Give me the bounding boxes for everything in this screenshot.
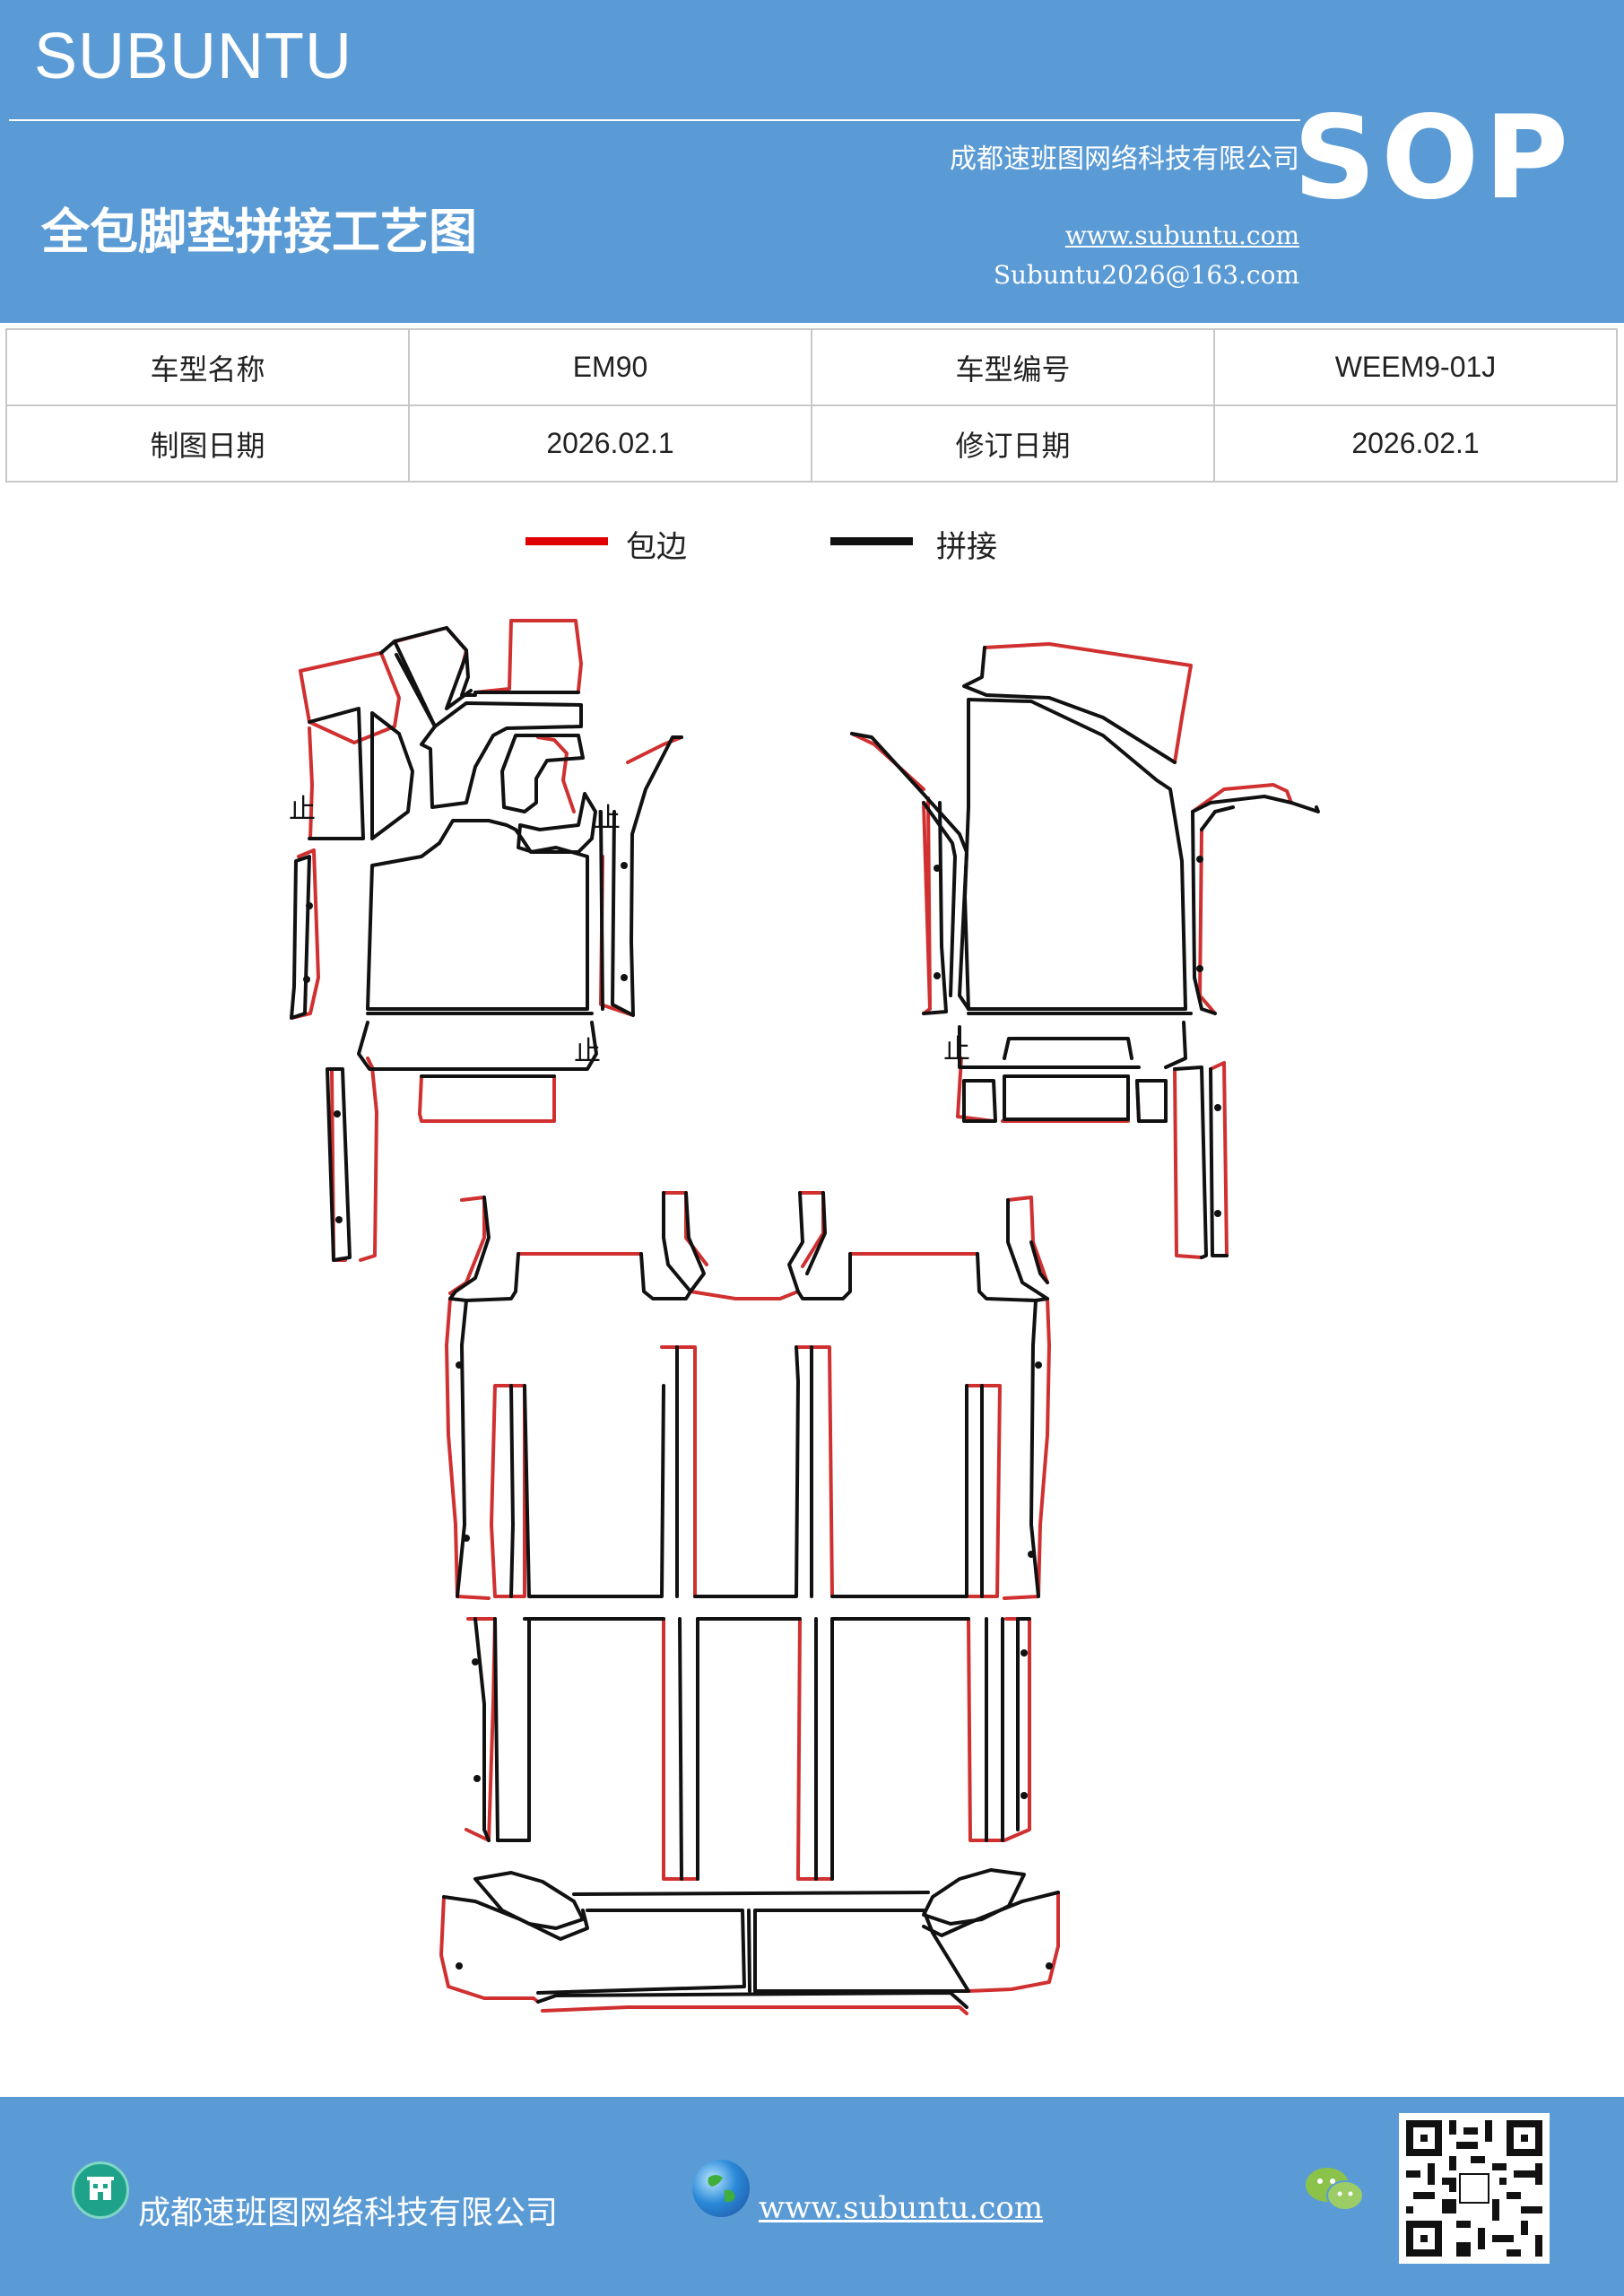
document-title: 全包脚垫拼接工艺图 — [41, 204, 477, 260]
model-info-table: 车型名称 EM90 车型编号 WEEM9-01J 制图日期 2026.02.1 … — [5, 328, 1618, 483]
header-banner: SUBUNTU 成都速班图网络科技有限公司 全包脚垫拼接工艺图 www.subu… — [0, 0, 1624, 323]
revise-date-label: 修订日期 — [811, 404, 1215, 483]
legend-splice-swatch — [830, 537, 913, 545]
legend-splice-label: 拼接 — [936, 529, 997, 565]
draw-date-value: 2026.02.1 — [408, 404, 812, 483]
wechat-icon — [1304, 2163, 1367, 2217]
model-name-label: 车型名称 — [5, 328, 410, 406]
table-row: 车型名称 EM90 车型编号 WEEM9-01J — [5, 328, 1618, 406]
stop-mark: 止 — [289, 794, 316, 825]
footer-website-link[interactable]: www.subuntu.com — [759, 2190, 1044, 2226]
legend-edge-swatch — [525, 537, 608, 545]
header-email: Subuntu2026@163.com — [993, 260, 1299, 290]
revise-date-value: 2026.02.1 — [1213, 404, 1618, 483]
sop-badge: SOP — [1293, 91, 1574, 225]
building-icon — [72, 2161, 129, 2219]
stop-mark: 止 — [574, 1036, 601, 1067]
fastener-dots — [303, 862, 628, 1223]
footer-company: 成都速班图网络科技有限公司 — [138, 2195, 559, 2231]
footer-banner: 成都速班图网络科技有限公司 www.subuntu.com — [0, 2097, 1624, 2296]
front-left-mats: 止 止 止 — [289, 619, 683, 1262]
globe-icon — [692, 2160, 750, 2217]
draw-date-label: 制图日期 — [5, 404, 410, 483]
brand-name: SUBUNTU — [34, 21, 353, 92]
fastener-dots — [934, 856, 1221, 1217]
header-company: 成都速班图网络科技有限公司 — [950, 144, 1299, 175]
floor-mat-splice-diagram: 止 止 止 — [289, 619, 1320, 2015]
legend: 包边 拼接 — [0, 522, 1624, 576]
legend-edge-label: 包边 — [626, 529, 687, 565]
header-website-link[interactable]: www.subuntu.com — [1064, 221, 1299, 250]
stop-mark: 止 — [943, 1034, 970, 1065]
model-name-value: EM90 — [408, 328, 812, 406]
header-divider — [9, 119, 1300, 121]
table-row: 制图日期 2026.02.1 修订日期 2026.02.1 — [5, 404, 1618, 483]
model-code-value: WEEM9-01J — [1213, 328, 1618, 406]
fastener-dots — [456, 1361, 1053, 1970]
front-right-mats: 止 — [850, 642, 1320, 1259]
rear-mats — [439, 1191, 1060, 2015]
qr-code — [1399, 2113, 1550, 2264]
model-code-label: 车型编号 — [811, 328, 1215, 406]
stop-mark: 止 — [594, 803, 621, 834]
